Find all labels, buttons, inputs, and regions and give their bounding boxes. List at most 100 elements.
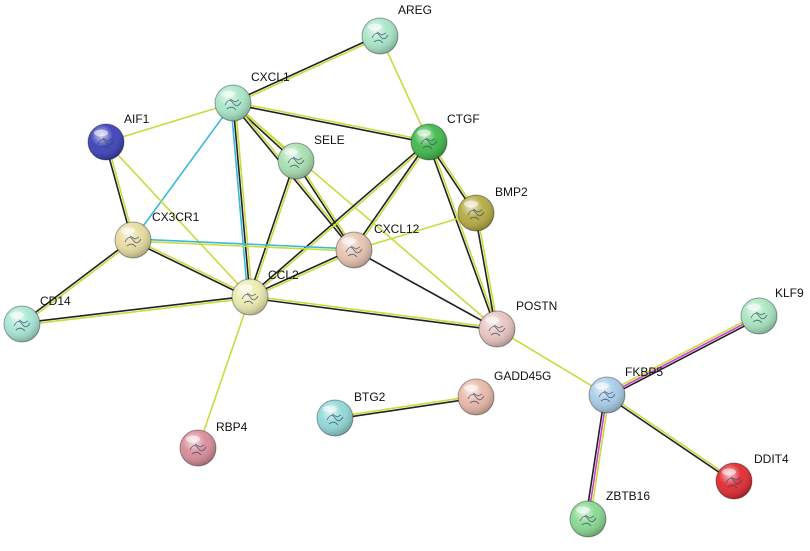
edge-strand [197, 296, 251, 449]
edge-ccl2-rbp4 [197, 296, 251, 449]
node-label: BMP2 [495, 185, 528, 199]
protein-structure-icon [579, 514, 597, 527]
node-highlight [323, 405, 337, 413]
node-cx3cr1[interactable]: CX3CR1 [114, 210, 200, 259]
edge-strand [250, 160, 298, 299]
node-label: DDIT4 [754, 452, 789, 466]
edge-ccl2-cd14 [21, 295, 251, 326]
node-cxcl12[interactable]: CXCL12 [335, 222, 420, 269]
node-outline [740, 297, 778, 335]
node-areg[interactable]: AREG [361, 3, 432, 55]
node-highlight [747, 303, 761, 311]
protein-structure-icon [345, 245, 363, 258]
edge-strand [232, 102, 498, 330]
node-label: CD14 [40, 294, 71, 308]
node-highlight [238, 284, 252, 292]
protein-structure-icon [224, 98, 242, 111]
node-highlight [121, 227, 135, 235]
node-label: CX3CR1 [152, 210, 200, 224]
edge-strand [132, 238, 355, 250]
node-highlight [186, 435, 200, 443]
node-bmp2[interactable]: BMP2 [457, 185, 528, 232]
node-highlight [221, 90, 235, 98]
node-outline [114, 221, 152, 259]
node-highlight [94, 129, 108, 137]
protein-structure-icon [750, 311, 768, 324]
edge-strand [20, 238, 134, 324]
node-label: BTG2 [354, 390, 386, 404]
edge-cx3cr1-cd14 [20, 238, 135, 326]
edge-strand [353, 212, 477, 251]
edge-cxcl12-ccl2 [248, 248, 356, 299]
edge-strand [496, 328, 608, 396]
edge-bmp2-cxcl12 [353, 212, 477, 251]
edge-areg-ctgf [379, 35, 430, 143]
node-klf9[interactable]: KLF9 [740, 286, 804, 335]
edge-strand [132, 240, 355, 252]
edge-strand [131, 240, 251, 299]
node-fkbp5[interactable]: FKBP5 [588, 365, 663, 414]
protein-structure-icon [467, 392, 485, 405]
node-label: AIF1 [124, 112, 150, 126]
edge-strand [607, 317, 761, 398]
edge-strand [605, 395, 735, 483]
protein-structure-icon [488, 324, 506, 337]
node-ccl2[interactable]: CCL2 [231, 268, 299, 316]
edge-strand [248, 140, 430, 297]
node-gadd45g[interactable]: GADD45G [457, 369, 551, 416]
edge-aif1-ccl2 [105, 141, 251, 298]
node-label: CCL2 [268, 268, 299, 282]
edge-strand [249, 142, 431, 299]
node-ctgf[interactable]: CTGF [410, 112, 480, 161]
edge-ctgf-ccl2 [248, 140, 431, 299]
node-label: ZBTB16 [606, 489, 650, 503]
node-zbtb16[interactable]: ZBTB16 [569, 489, 650, 538]
node-btg2[interactable]: BTG2 [316, 390, 386, 437]
node-outline [214, 84, 252, 122]
edge-strand [606, 393, 736, 481]
node-label: CTGF [447, 112, 480, 126]
node-label: CXCL12 [374, 222, 420, 236]
node-rbp4[interactable]: RBP4 [179, 420, 248, 467]
edge-postn-fkbp5 [496, 328, 608, 396]
edge-btg2-gadd45g [334, 395, 477, 420]
edge-cx3cr1-ccl2 [131, 238, 252, 299]
edge-strand [232, 101, 431, 142]
edge-strand [605, 313, 759, 394]
protein-structure-icon [598, 390, 616, 403]
node-outline [457, 194, 495, 232]
edge-strand [427, 141, 497, 331]
edge-sele-ccl2 [248, 159, 298, 299]
edge-cxcl1-aif1 [105, 102, 234, 143]
node-cd14[interactable]: CD14 [3, 294, 71, 343]
edge-layer [20, 34, 761, 521]
edge-cx3cr1-cxcl12 [132, 238, 355, 252]
node-postn[interactable]: POSTN [478, 299, 557, 348]
node-outline [410, 123, 448, 161]
edge-strand [234, 102, 253, 298]
edge-strand [352, 140, 429, 251]
node-highlight [576, 506, 590, 514]
node-cxcl1[interactable]: CXCL1 [214, 70, 290, 122]
node-highlight [368, 23, 382, 31]
node-highlight [284, 148, 298, 156]
node-aif1[interactable]: AIF1 [87, 112, 150, 161]
edge-strand [589, 394, 610, 521]
protein-structure-icon [420, 137, 438, 150]
edge-strand [21, 295, 251, 324]
edge-strand [249, 297, 498, 331]
node-outline [361, 17, 399, 55]
node-outline [335, 231, 373, 269]
protein-structure-icon [124, 235, 142, 248]
edge-cxcl12-postn [353, 249, 498, 330]
edge-strand [249, 295, 498, 329]
edge-strand [429, 140, 499, 330]
edge-strand [585, 393, 606, 520]
node-highlight [722, 468, 736, 476]
node-sele[interactable]: SELE [277, 133, 345, 180]
edge-strand [132, 102, 234, 241]
node-ddit4[interactable]: DDIT4 [715, 452, 789, 500]
edge-bmp2-postn [474, 212, 499, 330]
